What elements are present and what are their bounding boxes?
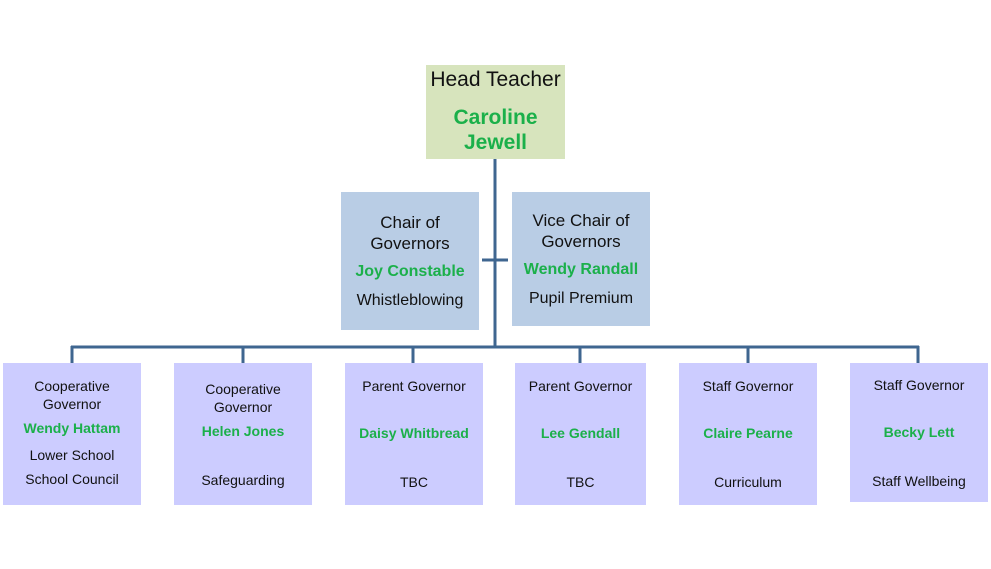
governor-box-5: Staff Governor Claire Pearne Curriculum [679,363,817,505]
governor-role: Parent Governor [362,378,466,394]
governor-box-1: Cooperative Governor Wendy Hattam Lower … [3,363,141,505]
responsibility-line: School Council [25,471,119,487]
governor-name: Becky Lett [883,423,955,440]
governor-name: Daisy Whitbread [359,425,469,441]
vice-chair-role: Vice Chair of Governors [532,210,630,251]
responsibility-line: Lower School [29,447,115,463]
governor-name: Claire Pearne [703,425,793,441]
vice-chair-of-governors-box: Vice Chair of Governors Wendy Randall Pu… [512,192,650,326]
governor-role: Parent Governor [528,378,633,394]
governor-name: Helen Jones [201,422,285,439]
governor-responsibility: TBC [400,474,428,490]
vice-chair-name: Wendy Randall [523,260,639,278]
head-teacher-name: Caroline Jewell [453,106,538,154]
chair-name: Joy Constable [355,262,465,280]
governor-responsibility: Staff Wellbeing [872,472,966,489]
governor-responsibility: TBC [566,474,595,490]
head-teacher-role: Head Teacher [430,68,561,91]
governor-role: Cooperative Governor [205,380,281,415]
head-teacher-box: Head Teacher Caroline Jewell [426,65,565,159]
governor-role: Staff Governor [873,376,965,393]
governor-box-6: Staff Governor Becky Lett Staff Wellbein… [850,363,988,502]
governor-role: Cooperative Governor [34,378,110,412]
governor-box-4: Parent Governor Lee Gendall TBC [515,363,646,505]
chair-of-governors-box: Chair of Governors Joy Constable Whistle… [341,192,479,330]
governor-responsibility: Curriculum [714,474,782,490]
governor-responsibility: Safeguarding [201,471,285,488]
governor-box-3: Parent Governor Daisy Whitbread TBC [345,363,483,505]
governor-box-2: Cooperative Governor Helen Jones Safegua… [174,363,312,505]
vice-chair-responsibility: Pupil Premium [528,289,634,307]
governor-responsibility: Lower School School Council [25,443,118,491]
chair-role: Chair of Governors [370,212,450,253]
governor-role: Staff Governor [702,378,794,394]
governor-name: Wendy Hattam [23,420,121,436]
chair-responsibility: Whistleblowing [356,291,464,309]
governor-name: Lee Gendall [540,425,621,441]
